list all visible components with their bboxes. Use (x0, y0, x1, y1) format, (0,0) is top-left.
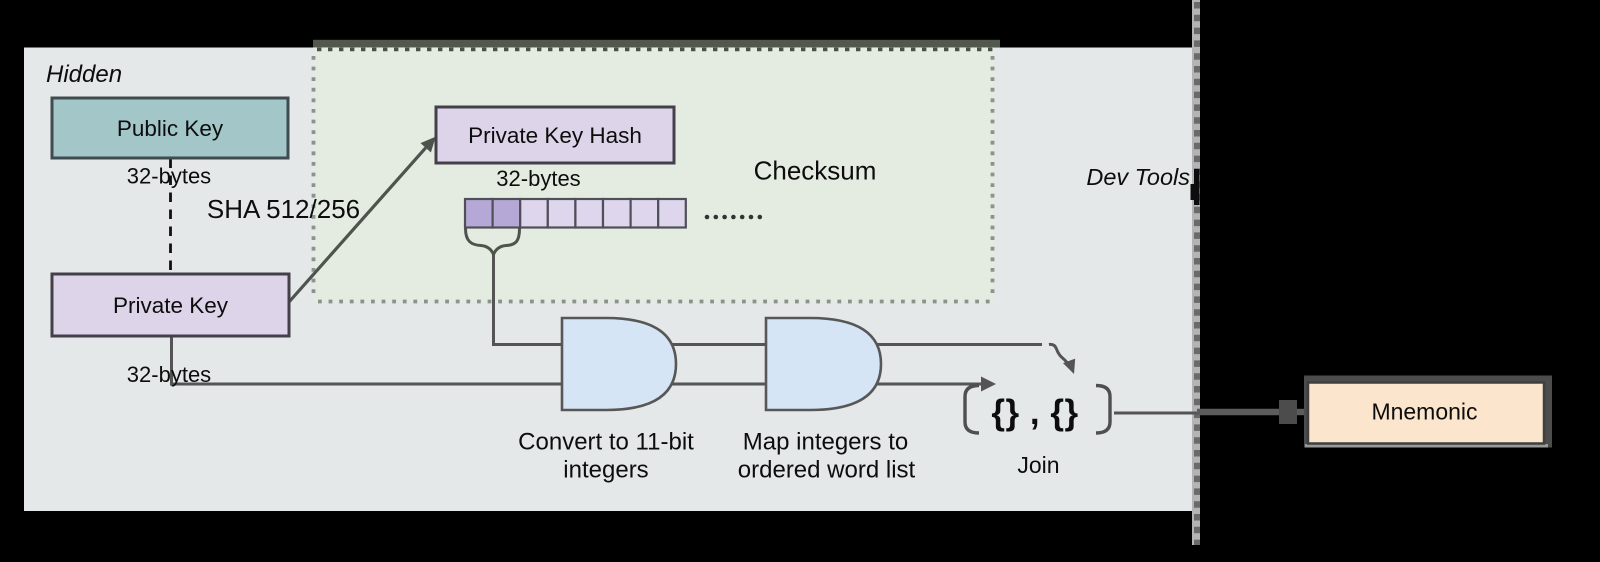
svg-text:Join: Join (1017, 452, 1059, 478)
svg-text:32-bytes: 32-bytes (127, 362, 211, 387)
svg-text:integers: integers (563, 457, 648, 484)
svg-text:Public Key: Public Key (117, 116, 224, 141)
svg-text:Checksum: Checksum (754, 156, 877, 186)
svg-text:Mnemonic: Mnemonic (1371, 399, 1477, 425)
svg-text:{} , {}: {} , {} (991, 393, 1078, 432)
svg-text:ordered word list: ordered word list (738, 457, 916, 484)
svg-text:SHA 512/256: SHA 512/256 (207, 194, 360, 224)
svg-text:Dev Tools: Dev Tools (1086, 164, 1190, 190)
svg-text:32-bytes: 32-bytes (496, 166, 580, 191)
svg-text:Map integers to: Map integers to (743, 429, 908, 456)
svg-text:Hidden: Hidden (46, 61, 122, 88)
svg-text:Convert to 11-bit: Convert to 11-bit (518, 429, 694, 456)
svg-text:Private Key Hash: Private Key Hash (468, 123, 642, 148)
svg-text:32-bytes: 32-bytes (127, 164, 211, 189)
svg-text:Private Key: Private Key (113, 293, 229, 318)
